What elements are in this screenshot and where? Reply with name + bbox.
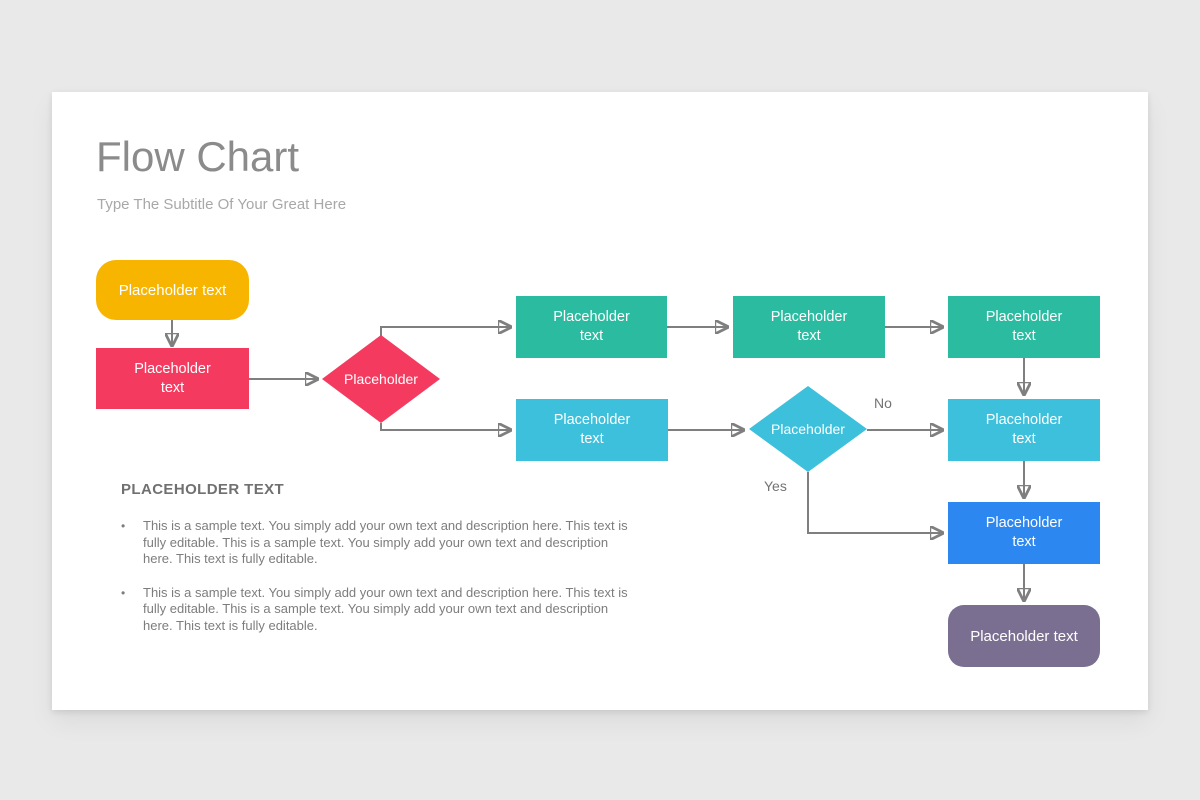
bullet-list: • This is a sample text. You simply add … bbox=[121, 518, 631, 651]
flow-node-start: Placeholder text bbox=[96, 260, 249, 320]
flow-node-end: Placeholder text bbox=[948, 605, 1100, 667]
flow-node-process-teal-3: Placeholder text bbox=[948, 296, 1100, 358]
connector-decision-to-teal1 bbox=[380, 327, 509, 337]
section-heading: PLACEHOLDER TEXT bbox=[121, 481, 285, 498]
bullet-text: This is a sample text. You simply add yo… bbox=[143, 584, 628, 633]
bullet-marker: • bbox=[121, 519, 126, 533]
connector-lines bbox=[52, 320, 1148, 710]
bullet-text: This is a sample text. You simply add yo… bbox=[143, 518, 628, 566]
flow-node-process-blue: Placeholder text bbox=[948, 502, 1100, 564]
bullet-item: • This is a sample text. You simply add … bbox=[121, 585, 631, 635]
slide: Flow Chart Type The Subtitle Of Your Gre… bbox=[52, 92, 1148, 710]
connector-decision-to-cyan1 bbox=[380, 423, 509, 430]
bullet-item: • This is a sample text. You simply add … bbox=[121, 518, 631, 568]
page-subtitle: Type The Subtitle Of Your Great Here bbox=[97, 196, 347, 213]
flow-node-process-teal-1: Placeholder text bbox=[516, 296, 667, 358]
page-title: Flow Chart bbox=[96, 133, 300, 180]
flow-node-process-pink: Placeholder text bbox=[96, 348, 249, 409]
connector-decision-yes-to-blue bbox=[807, 472, 941, 533]
flow-node-process-cyan-2: Placeholder text bbox=[948, 399, 1100, 461]
flow-node-process-cyan-1: Placeholder text bbox=[516, 399, 668, 461]
flow-node-process-teal-2: Placeholder text bbox=[733, 296, 885, 358]
bullet-marker: • bbox=[121, 585, 126, 600]
edge-label-no: No bbox=[874, 395, 892, 411]
edge-label-yes: Yes bbox=[764, 478, 787, 494]
